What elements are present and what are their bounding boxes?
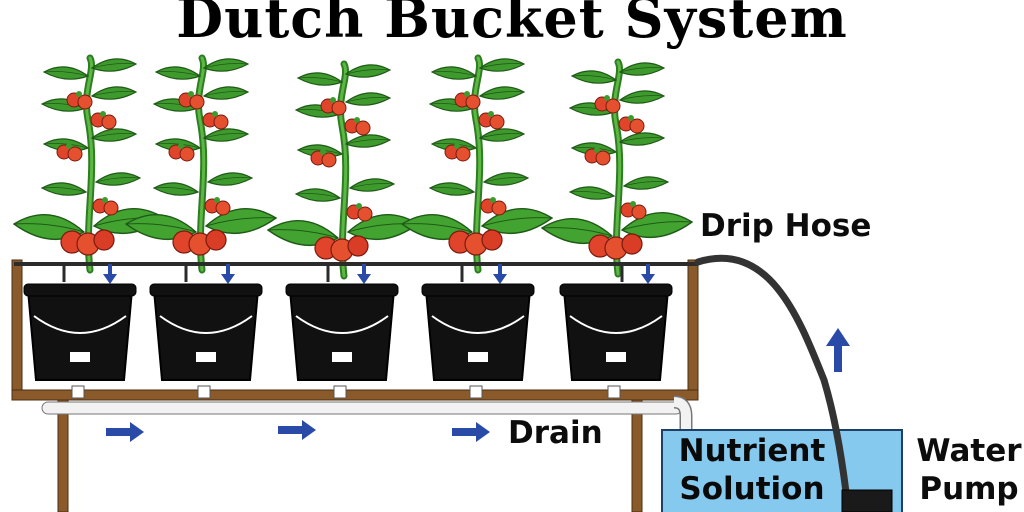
- bucket-1: [23, 283, 137, 399]
- plants: [14, 58, 692, 276]
- bucket-5: [559, 283, 673, 399]
- tomato-plant-2: [126, 58, 276, 270]
- pump-label-line2: Pump: [919, 471, 1019, 507]
- drip-emitters: [62, 264, 624, 282]
- drain-flow-arrows: [106, 420, 490, 442]
- buckets: [23, 283, 673, 399]
- drip-hose-label: Drip Hose: [700, 208, 872, 244]
- tomato-plant-3: [268, 64, 418, 276]
- diagram-title: Dutch Bucket System: [176, 0, 848, 50]
- water-pump-label: Water Pump: [914, 432, 1024, 508]
- nutrient-label-line1: Nutrient: [678, 433, 826, 469]
- tomato-plant-1: [14, 58, 164, 270]
- pump-label-line1: Water: [916, 433, 1022, 469]
- bucket-3: [285, 283, 399, 399]
- up-flow-arrow-icon: [826, 328, 850, 372]
- pump-hose: [694, 254, 850, 496]
- drain-pipe: [41, 395, 693, 434]
- bucket-4: [421, 283, 535, 399]
- nutrient-label-line2: Solution: [679, 471, 825, 507]
- drain-label: Drain: [508, 415, 603, 451]
- water-pump-icon: [841, 489, 893, 512]
- wooden-frame: [11, 259, 699, 512]
- nutrient-solution-label: Nutrient Solution: [672, 432, 832, 508]
- tomato-plant-5: [542, 62, 692, 274]
- tomato-plant-4: [402, 58, 552, 270]
- bucket-2: [149, 283, 263, 399]
